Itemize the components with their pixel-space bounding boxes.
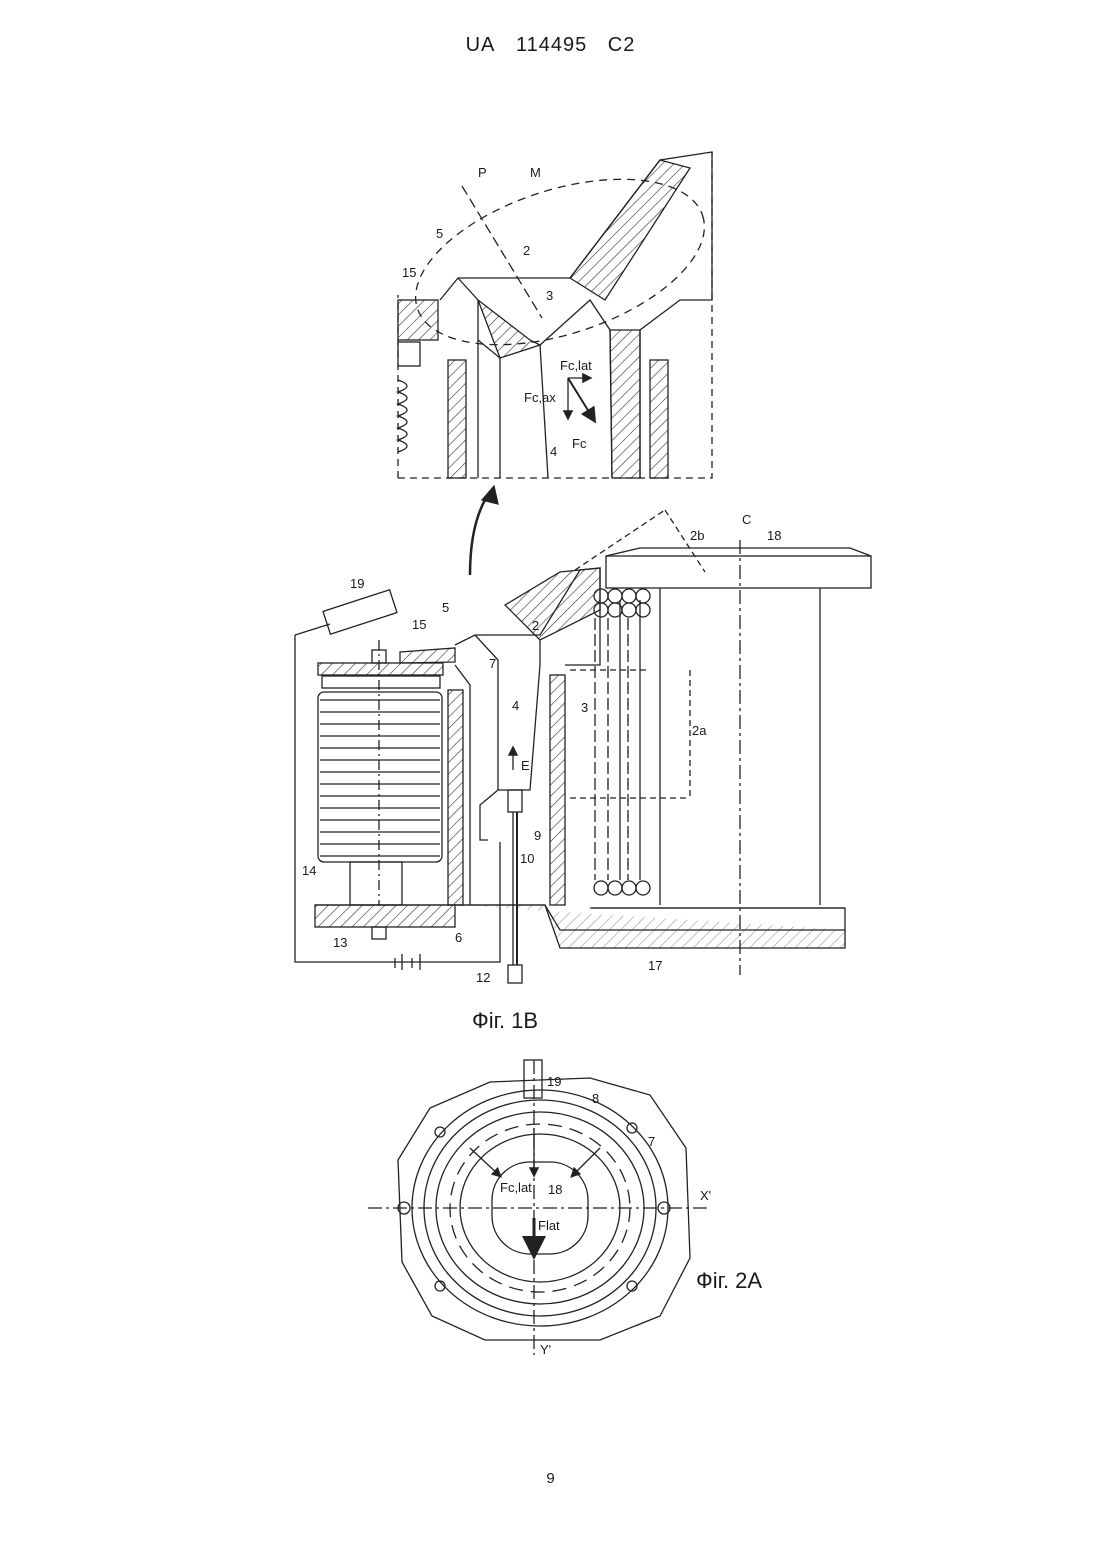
- label-6: 6: [455, 930, 462, 945]
- label-2b: 2b: [690, 528, 704, 543]
- label-17: 17: [648, 958, 662, 973]
- label-5b: 5: [442, 600, 449, 615]
- label-19: 19: [350, 576, 364, 591]
- fig1b-main-view: [295, 510, 871, 983]
- label-15: 15: [402, 265, 416, 280]
- caption-fig2a: Фіг. 2А: [696, 1268, 762, 1293]
- label-2a-7: 7: [648, 1134, 655, 1149]
- label-m: M: [530, 165, 541, 180]
- winding-circles-bottom: [594, 881, 650, 895]
- label-2a-8: 8: [592, 1091, 599, 1106]
- label-2: 2: [523, 243, 530, 258]
- label-2m: 2: [532, 618, 539, 633]
- label-18: 18: [767, 528, 781, 543]
- label-4: 4: [550, 444, 557, 459]
- label-12: 12: [476, 970, 490, 985]
- caption-fig1b: Фіг. 1В: [472, 1008, 538, 1033]
- label-5: 5: [436, 226, 443, 241]
- label-2a: 2a: [692, 723, 707, 738]
- label-7: 7: [489, 656, 496, 671]
- fig2a-labels: 19 8 7 Fc,lat 18 X' Flat Y': [500, 1074, 711, 1357]
- label-9: 9: [534, 828, 541, 843]
- label-3: 3: [546, 288, 553, 303]
- label-2a-fc-lat: Fc,lat: [500, 1180, 532, 1195]
- label-10: 10: [520, 851, 534, 866]
- label-p: P: [478, 165, 487, 180]
- label-4m: 4: [512, 698, 519, 713]
- label-c: C: [742, 512, 751, 527]
- label-2a-18: 18: [548, 1182, 562, 1197]
- fig2a-view: [368, 1060, 708, 1355]
- label-13: 13: [333, 935, 347, 950]
- label-2a-xp: X': [700, 1188, 711, 1203]
- label-15b: 15: [412, 617, 426, 632]
- winding-circles-top: [594, 589, 650, 617]
- label-2a-flat: Flat: [538, 1218, 560, 1233]
- label-14: 14: [302, 863, 316, 878]
- label-fc-lat: Fc,lat: [560, 358, 592, 373]
- label-3m: 3: [581, 700, 588, 715]
- label-fc: Fc: [572, 436, 587, 451]
- label-e: E: [521, 758, 530, 773]
- label-2a-yp: Y': [540, 1342, 551, 1357]
- label-fc-ax: Fc,ax: [524, 390, 556, 405]
- label-2a-19: 19: [547, 1074, 561, 1089]
- page-number: 9: [0, 1470, 1101, 1487]
